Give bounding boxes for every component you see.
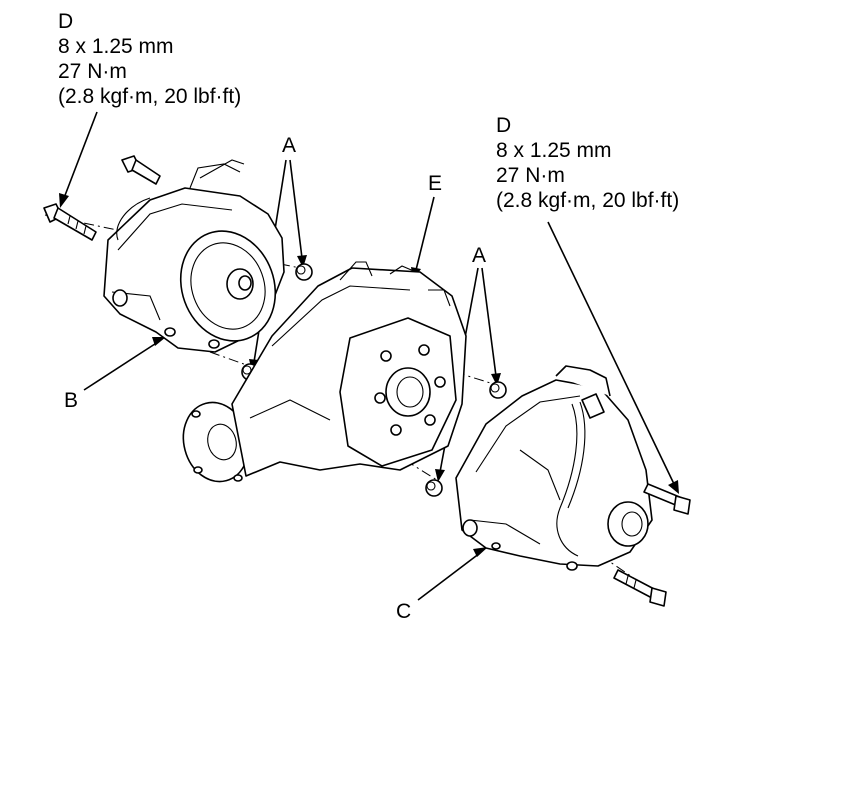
dowel-lower-1 (489, 381, 507, 399)
bolt-right-lower (613, 569, 667, 607)
bolt-right-upper (643, 483, 691, 515)
right-case-c (455, 365, 653, 571)
callout-d-right-torque-alt: (2.8 kgf·m, 20 lbf·ft) (496, 189, 679, 212)
callout-d-right-torque: 27 N·m (496, 164, 565, 187)
dowel-upper-1 (295, 263, 313, 281)
callout-a-upper: A (282, 134, 296, 157)
callout-b: B (64, 389, 78, 412)
callout-d-right-bolt-size: 8 x 1.25 mm (496, 139, 612, 162)
callout-c: C (396, 600, 411, 623)
center-case-e (182, 261, 467, 483)
callout-d-left: D 8 x 1.25 mm 27 N·m (2.8 kgf·m, 20 lbf·… (58, 10, 241, 108)
callout-d-left-torque: 27 N·m (58, 60, 127, 83)
callout-d-left-bolt-size: 8 x 1.25 mm (58, 35, 174, 58)
dowel-lower-2 (425, 479, 443, 497)
bolt-left-upper (121, 155, 161, 185)
bolt-left-lower (43, 203, 97, 241)
callout-d-left-torque-alt: (2.8 kgf·m, 20 lbf·ft) (58, 85, 241, 108)
left-case-b (103, 159, 285, 353)
callout-a-lower: A (472, 244, 486, 267)
callout-e: E (428, 172, 442, 195)
callout-d-right: D 8 x 1.25 mm 27 N·m (2.8 kgf·m, 20 lbf·… (496, 114, 679, 212)
callout-d-left-letter: D (58, 10, 73, 33)
callout-d-right-letter: D (496, 114, 511, 137)
